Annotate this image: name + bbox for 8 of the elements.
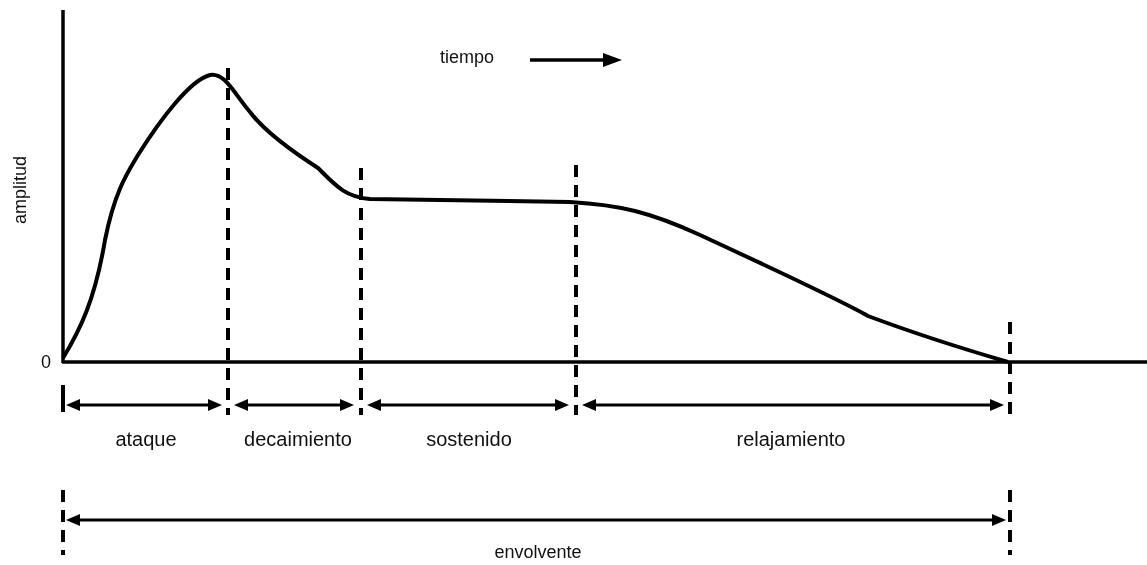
tick-label: 0	[41, 353, 51, 371]
segment-label: decaimiento	[244, 429, 352, 449]
segment-label: envolvente	[494, 543, 582, 561]
segment-label: sostenido	[426, 429, 512, 449]
axis-title: amplitud	[11, 156, 29, 224]
axis-title: tiempo	[440, 48, 494, 66]
segment-label: ataque	[115, 429, 177, 449]
segment-label: relajamiento	[736, 429, 846, 449]
